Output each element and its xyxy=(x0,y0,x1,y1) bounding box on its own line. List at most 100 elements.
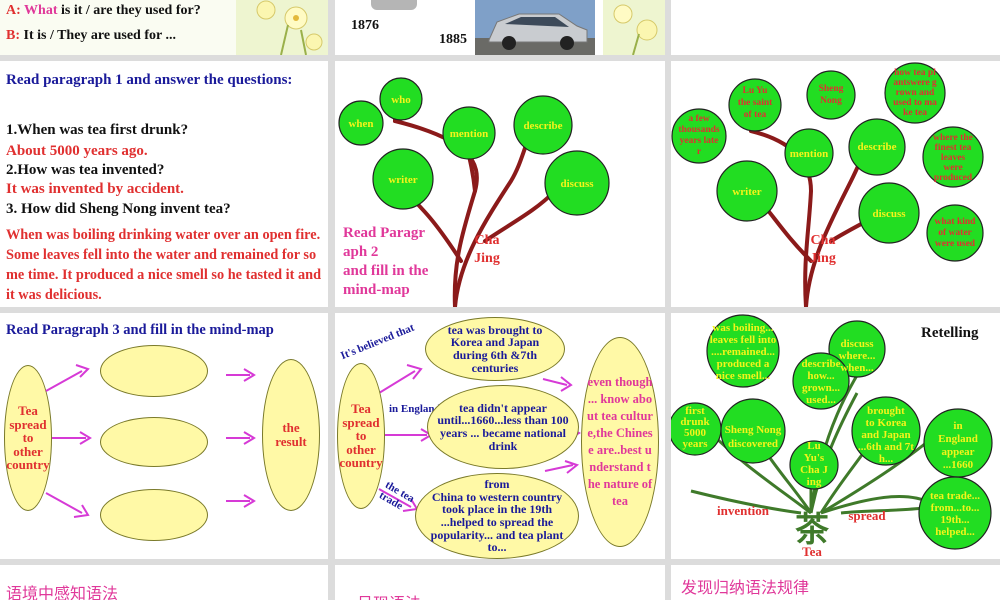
leaf-label-mention: mention xyxy=(450,128,489,140)
leaf-label-discuss: discuss xyxy=(560,178,594,190)
instruction-text: Read paragraph 1 and answer the question… xyxy=(6,72,293,88)
arrow-right-2 xyxy=(226,431,256,445)
leaf-how-tea xyxy=(884,62,946,124)
leaf-label-mention: mention xyxy=(790,148,829,160)
instruction-line: aph 2 xyxy=(343,244,379,260)
discover-grammar-title: 发现归纳语法规律 xyxy=(681,578,810,597)
panel-present-grammar: 呈现语法 xyxy=(335,565,665,600)
panel-dialogue: A: What is it / are they used for? B: It… xyxy=(0,0,328,55)
question-3: 3. How did Sheng Nong invent tea? xyxy=(6,201,231,217)
label-england: in England xyxy=(389,403,441,415)
perceive-grammar-title: 语境中感知语法 xyxy=(6,584,119,600)
leaf-label-writer: writer xyxy=(732,186,761,198)
leaf-lu-yu xyxy=(728,78,782,132)
leaf-text-boil: was boiling...leaves fell into....remain… xyxy=(710,322,777,382)
answer-2: It was invented by accident. xyxy=(6,181,184,197)
question-1: 1.When was tea first drunk? xyxy=(6,122,189,138)
panel-inventions: 1876 1885 xyxy=(335,0,665,55)
label-invention: invention xyxy=(717,503,770,518)
label-spread: spread xyxy=(848,508,886,523)
node-korea-japan: tea was brought to Korea and Japan durin… xyxy=(425,317,565,381)
leaf-describe xyxy=(848,118,906,176)
tea-character: 茶 xyxy=(795,510,830,550)
trunk-label-2: Jing xyxy=(810,251,836,266)
phone-image xyxy=(371,0,417,10)
year-1876: 1876 xyxy=(351,18,379,33)
leaf-text-trade: tea trade...from...to...19th...helped... xyxy=(930,490,980,538)
flower-decoration xyxy=(603,0,665,55)
node-blank-middle[interactable] xyxy=(100,417,208,467)
year-1885: 1885 xyxy=(439,32,467,47)
instruction-line: mind-map xyxy=(343,282,410,298)
flower-decoration xyxy=(236,0,328,55)
leaf-mention xyxy=(784,128,834,178)
panel-mindmap-tree: who when mention describe writer discuss… xyxy=(335,61,665,307)
panel-paragraph-3: Read Paragraph 3 and fill in the mind-ma… xyxy=(0,313,328,559)
leaf-sheng-nong xyxy=(806,70,856,120)
retelling-title: Retelling xyxy=(921,325,979,341)
leaf-label-describe: describe xyxy=(523,120,562,132)
retelling-diagram: was boiling...leaves fell into....remain… xyxy=(671,314,993,559)
instruction-line: and fill in the xyxy=(343,263,429,279)
answer-3: When was boiling drinking water over an … xyxy=(6,227,322,303)
instruction-text: Read Paragr aph 2 and fill in the mind-m… xyxy=(343,224,428,300)
dialogue-line-a: A: What is it / are they used for? xyxy=(6,3,201,18)
answer-1: About 5000 years ago. xyxy=(6,143,148,159)
leaf-who xyxy=(379,77,423,121)
leaf-label-discuss: discuss xyxy=(872,208,906,220)
dialogue-line-b: B: It is / They are used for ... xyxy=(6,28,176,43)
leaf-what-kind xyxy=(926,204,984,262)
arrow-right-3 xyxy=(226,494,256,508)
leaf-label-writer: writer xyxy=(388,174,417,186)
leaf-when xyxy=(338,100,384,146)
leaf-where xyxy=(922,126,984,188)
node-blank-bottom[interactable] xyxy=(100,489,208,541)
panel-blank xyxy=(671,0,1000,55)
node-understand: even though ... know about tea culture,t… xyxy=(581,337,659,547)
arrow-up xyxy=(45,364,90,392)
leaf-writer xyxy=(372,148,434,210)
leaf-discuss xyxy=(544,150,610,216)
panel-paragraph-1: Read paragraph 1 and answer the question… xyxy=(0,61,328,307)
leaf-few-years xyxy=(671,108,727,164)
arrows xyxy=(45,364,256,518)
instruction-line: Read Paragr xyxy=(343,225,426,241)
leaf-writer xyxy=(716,160,778,222)
trunk-label-1: Cha xyxy=(475,233,500,248)
instruction-text: Read Paragraph 3 and fill in the mind-ma… xyxy=(6,322,274,338)
arrow-right-1 xyxy=(226,368,256,382)
present-grammar-title: 呈现语法 xyxy=(357,590,421,600)
node-blank-top[interactable] xyxy=(100,345,208,397)
arrow-mid xyxy=(52,431,92,445)
arrow-down xyxy=(45,492,90,518)
panel-discover-grammar: 发现归纳语法规律 xyxy=(671,565,1000,600)
panel-retelling: was boiling...leaves fell into....remain… xyxy=(671,313,1000,559)
leaf-label-who: who xyxy=(391,94,411,106)
car-image xyxy=(475,0,595,55)
question-2: 2.How was tea invented? xyxy=(6,162,165,178)
trunk-label-1: Cha xyxy=(811,233,836,248)
leaf-label-when: when xyxy=(348,118,373,130)
leaf-describe xyxy=(513,95,573,155)
tree-diagram: who when mention describe writer discuss… xyxy=(338,77,610,307)
label-tea: Tea xyxy=(802,544,822,559)
node-england: tea didn't appear until...1660...less th… xyxy=(427,385,579,469)
